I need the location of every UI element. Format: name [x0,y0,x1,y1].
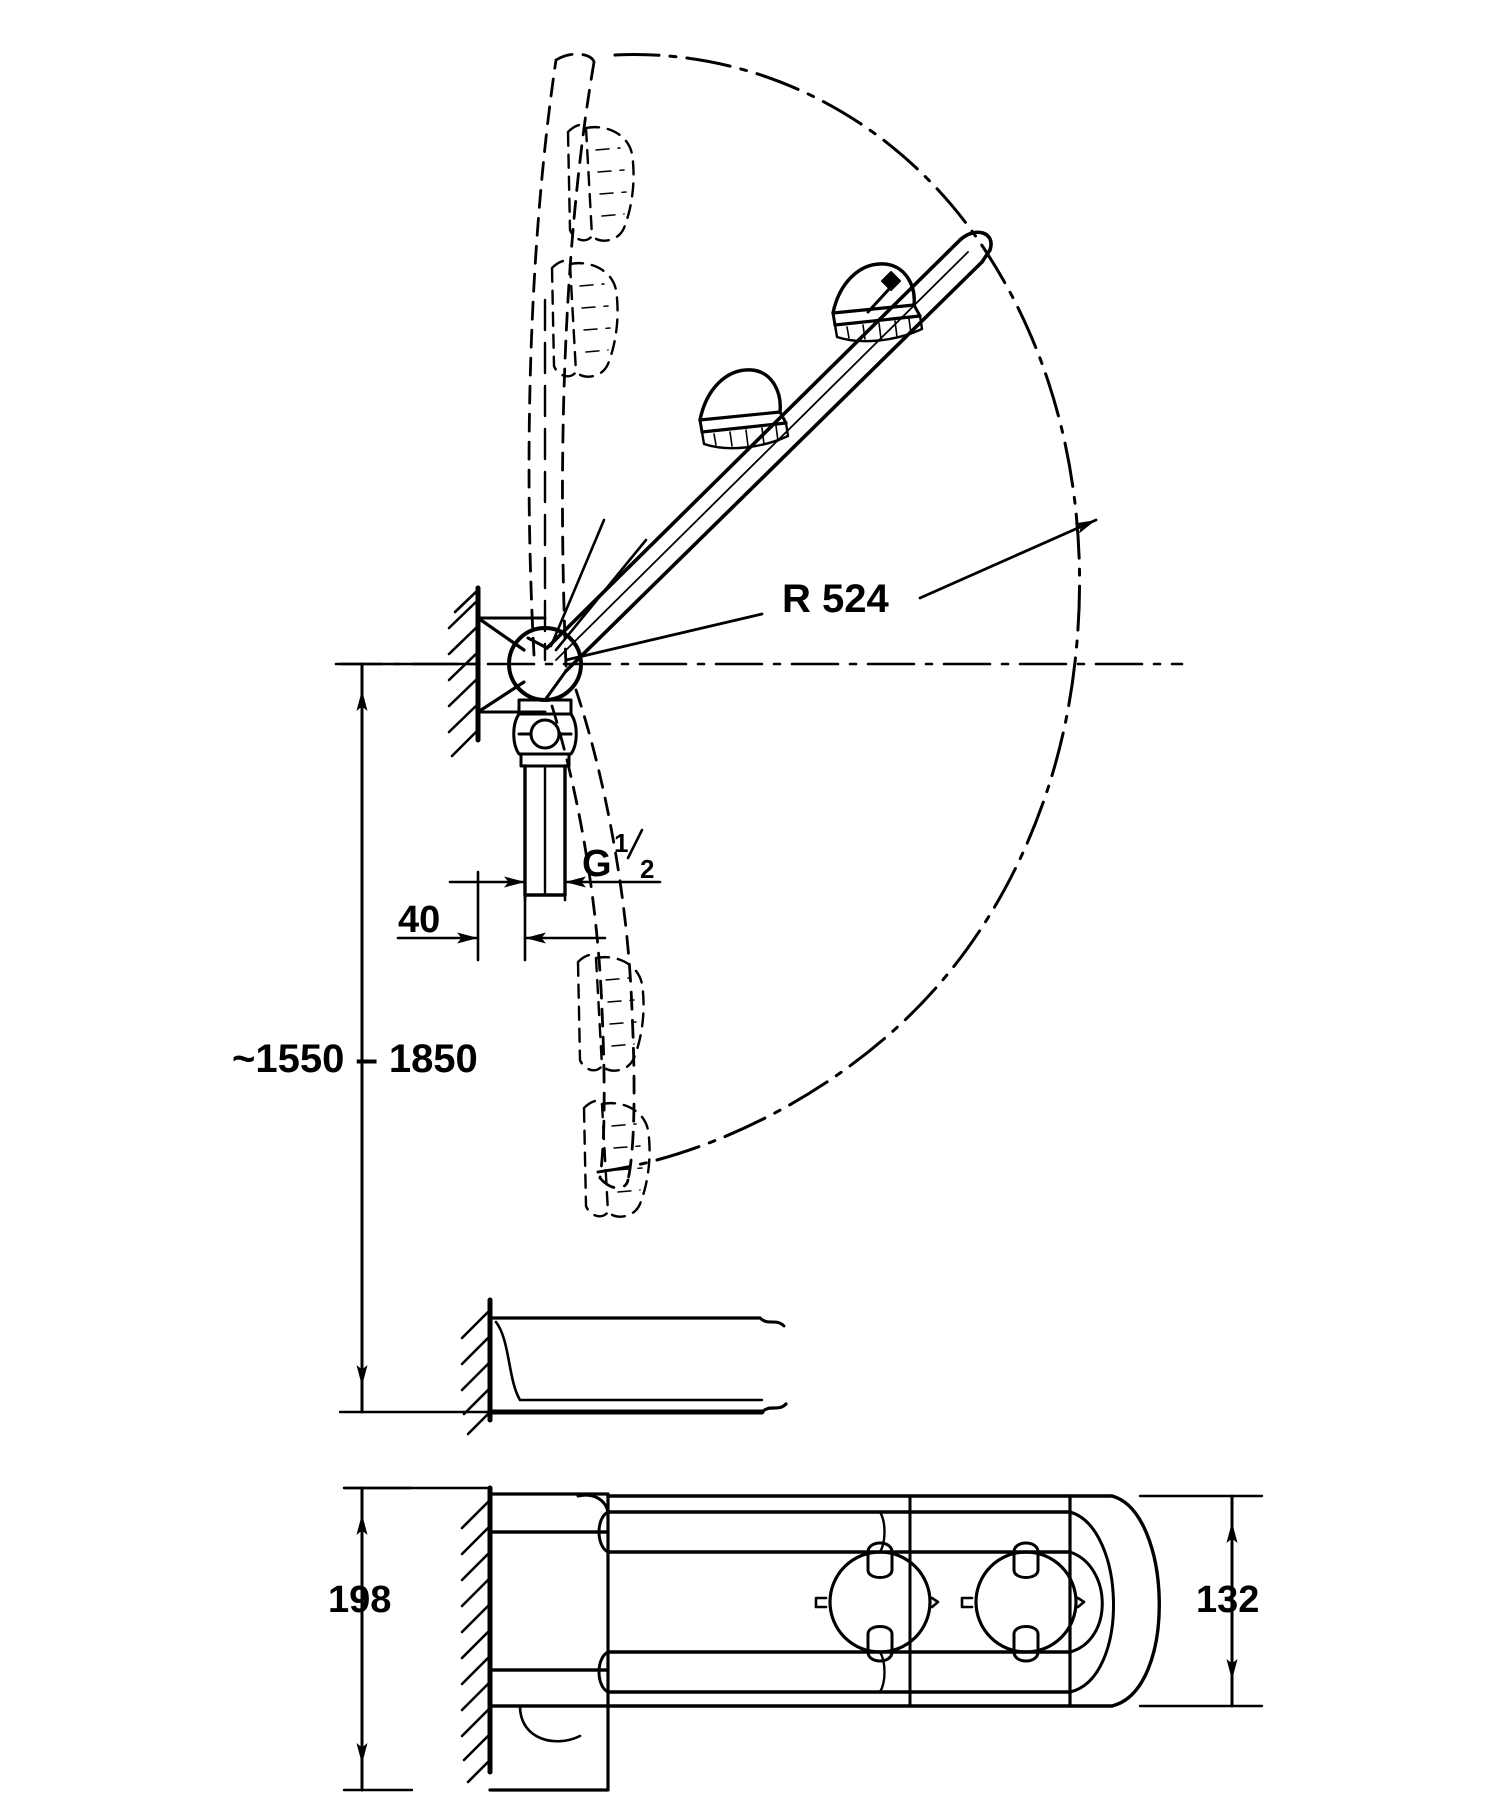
bathtub-section [460,1297,788,1436]
thread-fraction-numerator: 1 [614,828,628,858]
dim-198-label: 198 [328,1579,391,1621]
shower-head-phantom-down-2 [582,1099,651,1218]
shower-head-lower [698,368,790,450]
plan-shower-head-1 [814,1541,940,1663]
shower-arm-solid [526,230,993,702]
plan-arm-body [576,1493,1161,1708]
inlet-coupling [512,698,578,897]
dim-mount-height-label: ~1550 – 1850 [232,1037,478,1081]
shower-head-phantom-down-1 [576,953,645,1072]
shower-head-phantom-up-2 [550,259,619,378]
thread-label-group: G 1 2 [582,828,654,885]
wall-plan [460,1485,493,1784]
dim-132 [1138,1494,1264,1708]
shower-arm-phantom-up [527,52,596,668]
thread-label: G [582,843,612,885]
dim-132-label: 132 [1196,1579,1259,1621]
radius-leader [564,518,1098,662]
plan-wall-flange [488,1492,610,1792]
shower-head-phantom-up-1 [566,123,635,242]
sweep-rays [549,518,648,652]
dim-198 [342,1486,414,1792]
thread-fraction-denominator: 2 [640,854,654,884]
dim-mount-height [338,662,502,1414]
shower-head-upper [831,262,924,343]
dim-thread [448,846,662,902]
wall-upper [447,585,481,758]
arm-pin-detail [866,271,901,314]
plan-shower-head-2 [960,1541,1086,1663]
radius-label: R 524 [782,577,889,621]
dim-40-label: 40 [398,899,440,941]
